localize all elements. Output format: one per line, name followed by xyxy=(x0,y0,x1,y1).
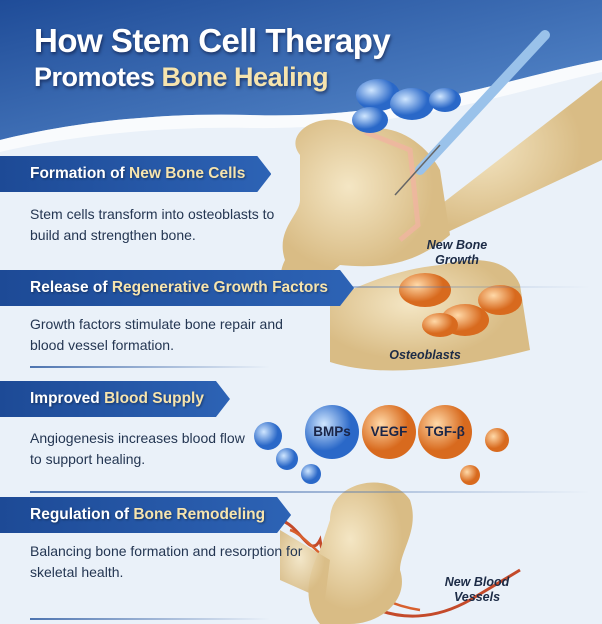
section-banner-growth-factors: Release of Regenerative Growth Factors xyxy=(0,270,354,306)
section-text: Balancing bone formation and resorption … xyxy=(30,543,303,580)
divider xyxy=(30,491,590,493)
subtitle-highlight: Bone Healing xyxy=(161,62,329,92)
section-text: Angiogenesis increases blood flow to sup… xyxy=(30,430,245,467)
banner-highlight: New Bone Cells xyxy=(129,165,246,182)
divider xyxy=(30,366,270,368)
section-text: Stem cells transform into osteoblasts to… xyxy=(30,206,275,243)
section-banner-bone-remodeling: Regulation of Bone Remodeling xyxy=(0,497,291,533)
banner-text: Improved xyxy=(30,390,105,407)
label-osteoblasts: Osteoblasts xyxy=(389,348,461,362)
remodeling-bone-illustration xyxy=(279,482,521,624)
stem-cells-illustration xyxy=(352,79,461,133)
section-text: Growth factors stimulate bone repair and… xyxy=(30,316,283,353)
subtitle-prefix: Promotes xyxy=(34,62,162,92)
section-banner-blood-supply: Improved Blood Supply xyxy=(0,381,230,417)
divider xyxy=(30,618,270,620)
growth-factor-molecules xyxy=(254,405,509,485)
syringe-icon xyxy=(394,30,550,196)
label-new-bone-growth: New Bone Growth xyxy=(426,238,488,267)
banner-text: Regulation of xyxy=(30,506,134,523)
growth-factor-vegf: VEGF xyxy=(370,424,408,439)
page-title: How Stem Cell Therapy xyxy=(34,22,391,59)
bone-illustration xyxy=(281,80,602,288)
growth-factor-tgf-beta: TGF-β xyxy=(425,424,465,439)
growth-factor-bmps: BMPs xyxy=(313,424,351,439)
banner-highlight: Blood Supply xyxy=(104,390,204,407)
page-subtitle: Promotes Bone Healing xyxy=(34,62,329,93)
section-banner-new-bone-cells: Formation of New Bone Cells xyxy=(0,156,271,192)
banner-text: Formation of xyxy=(30,165,130,182)
banner-text: Release of xyxy=(30,279,112,296)
banner-highlight: Regenerative Growth Factors xyxy=(111,279,329,296)
banner-highlight: Bone Remodeling xyxy=(133,506,266,523)
label-new-blood-vessels: New Blood Vessels xyxy=(444,575,510,604)
